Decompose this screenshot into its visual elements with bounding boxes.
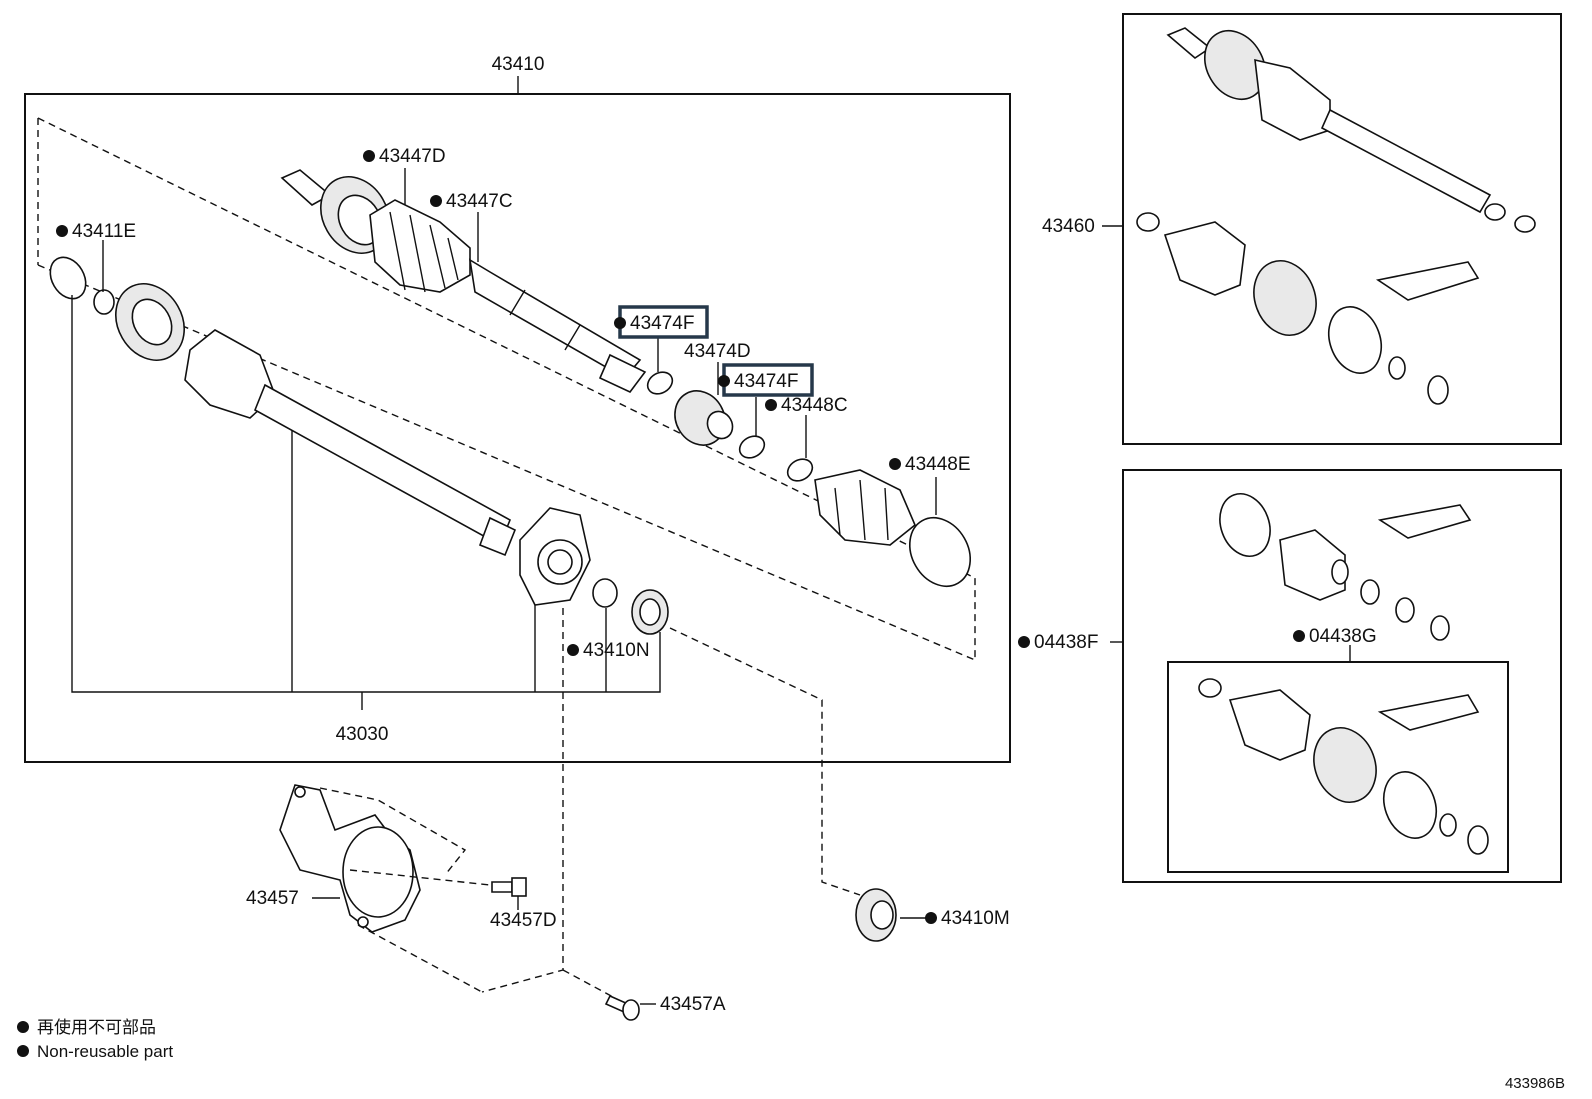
seal-43410M xyxy=(855,888,897,942)
kit-04438G-frame xyxy=(1167,661,1509,873)
bracket-43457 xyxy=(279,784,421,933)
callout-04438F[interactable]: 04438F xyxy=(1034,632,1098,653)
callout-43457A[interactable]: 43457A xyxy=(660,994,726,1015)
catalog-number: 433986B xyxy=(1505,1075,1565,1092)
legend-bullet-en xyxy=(17,1045,29,1057)
clamp-43448C xyxy=(786,458,814,482)
callout-43448C[interactable]: 43448C xyxy=(781,395,848,416)
legend-bullet-jp xyxy=(17,1021,29,1033)
tripod-43411E xyxy=(49,256,87,300)
callout-43474D[interactable]: 43474D xyxy=(684,341,751,362)
kit-04438F-parts xyxy=(1219,493,1472,641)
callout-43410N[interactable]: 43410N xyxy=(583,640,650,661)
callout-43030[interactable]: 43030 xyxy=(336,724,389,745)
callout-43411E[interactable]: 43411E xyxy=(72,221,136,242)
kit-04438F-frame xyxy=(1122,469,1562,883)
callout-43474F-a[interactable]: 43474F xyxy=(630,313,694,334)
callout-43410[interactable]: 43410 xyxy=(492,54,545,75)
damper-43474D xyxy=(674,390,734,446)
kit-43460-parts xyxy=(1136,27,1536,405)
clamp-43474F-b xyxy=(738,435,766,459)
bolt-43457D xyxy=(491,877,527,897)
callout-43457[interactable]: 43457 xyxy=(246,888,299,909)
callout-04438G[interactable]: 04438G xyxy=(1309,626,1377,647)
kit-43460-frame xyxy=(1122,13,1562,445)
callout-43447D[interactable]: 43447D xyxy=(379,146,446,167)
legend-english: Non-reusable part xyxy=(37,1042,173,1061)
outboard-joint-shaft xyxy=(280,169,647,393)
callout-43474F-b[interactable]: 43474F xyxy=(734,371,798,392)
bearing-bracket xyxy=(519,507,591,606)
clamp-43474F-a xyxy=(646,371,674,395)
callout-43447C[interactable]: 43447C xyxy=(446,191,513,212)
snap-ring-a xyxy=(93,289,115,315)
seal-43410N xyxy=(631,589,669,635)
callout-43448E[interactable]: 43448E xyxy=(905,454,971,475)
main-assembly-frame xyxy=(24,93,1011,763)
kit-04438G-parts xyxy=(1198,678,1489,855)
callout-43460[interactable]: 43460 xyxy=(1042,216,1095,237)
callout-43457D[interactable]: 43457D xyxy=(490,910,557,931)
snap-ring-b xyxy=(592,578,618,608)
legend-japanese: 再使用不可部品 xyxy=(37,1017,156,1037)
boot-43448E xyxy=(814,469,971,587)
inboard-joint-43030 xyxy=(49,256,517,557)
callout-43410M[interactable]: 43410M xyxy=(941,908,1010,929)
bolt-43457A xyxy=(604,994,640,1021)
